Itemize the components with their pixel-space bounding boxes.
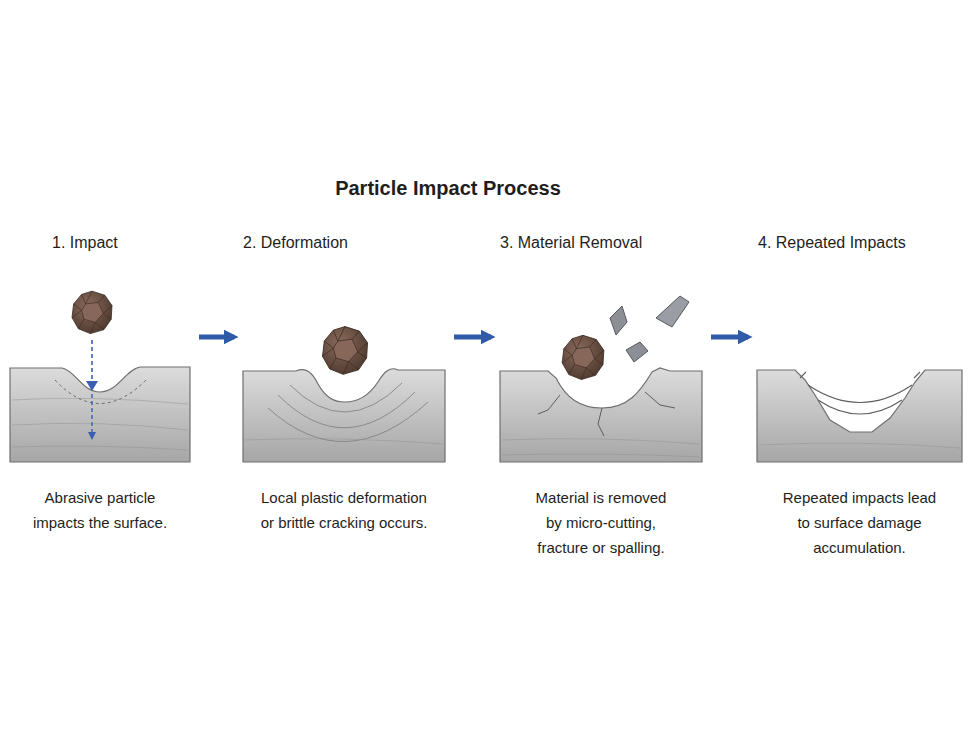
impact-path (91, 394, 92, 432)
panel-repeated-impacts (757, 370, 962, 462)
damage-layer (800, 372, 920, 414)
stress-arc (55, 378, 148, 404)
step-caption: Abrasive particle impacts the surface. (25, 485, 175, 535)
step-heading: 3. Material Removal (500, 233, 702, 253)
material-block (757, 370, 962, 462)
step-heading: 4. Repeated Impacts (758, 233, 962, 253)
impact-arrowhead (88, 432, 96, 440)
step-panel: 4. Repeated ImpactsRepeated impacts lead… (757, 228, 962, 560)
step-caption: Local plastic deformation or brittle cra… (257, 485, 432, 535)
fragment (656, 296, 689, 327)
texture-line (502, 439, 700, 457)
deformation-line (268, 383, 428, 442)
texture-line (759, 443, 960, 448)
step-heading: 2. Deformation (243, 233, 445, 253)
abrasive-particle (72, 291, 112, 333)
step-caption: Repeated impacts lead to surface damage … (780, 485, 940, 560)
material-block (243, 369, 445, 462)
panel-deformation (243, 327, 445, 462)
impact-arrowhead (86, 381, 98, 391)
step-caption: Material is removed by micro-cutting, fr… (529, 485, 674, 560)
material-block (500, 368, 702, 462)
flow-arrow (454, 335, 491, 340)
panel-impact (10, 291, 190, 462)
flow-arrow (711, 335, 748, 340)
fragment (610, 306, 627, 335)
texture-line (12, 398, 188, 450)
impact-path (91, 340, 93, 382)
texture-line (245, 439, 443, 444)
abrasive-particle (323, 327, 368, 375)
diagram-title: Particle Impact Process (148, 177, 748, 200)
abrasive-particle (562, 335, 604, 379)
fragment (626, 342, 648, 362)
panel-material-removal (500, 296, 702, 462)
flow-arrow (199, 335, 234, 340)
crack-line (538, 392, 675, 436)
step-heading: 1. Impact (52, 233, 190, 253)
step-panel: 1. ImpactAbrasive particle impacts the s… (10, 228, 190, 535)
step-panel: 2. DeformationLocal plastic deformation … (243, 228, 445, 535)
step-panel: 3. Material RemovalMaterial is removed b… (500, 228, 702, 560)
material-block (10, 367, 190, 462)
